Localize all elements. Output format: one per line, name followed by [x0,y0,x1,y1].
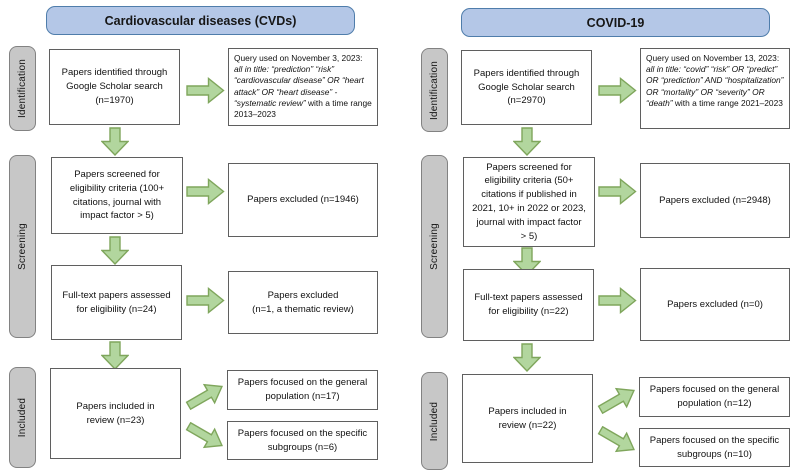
cvd-fulltext-assessed-box: Full-text papers assessed for eligibilit… [51,265,182,340]
arrow-diagonal-up-icon [594,379,642,420]
cvd-excluded-fulltext-box: Papers excluded (n=1, a thematic review) [228,271,378,334]
identification-stage-text: Identification [429,60,441,120]
covid-excluded-screening-box: Papers excluded (n=2948) [640,163,790,238]
query-terms-text: all in title: “covid” “risk” OR “predict… [646,64,784,108]
arrow-down-icon [100,236,130,266]
cvd-included-stage-label: Included [9,367,36,468]
arrow-right-icon [186,287,225,314]
arrow-down-icon [100,341,130,371]
covid-query-box: Query used on November 13, 2023: all in … [640,48,790,129]
arrow-right-icon [598,77,637,104]
covid-column: COVID-19 Identification Papers identifie… [412,0,800,473]
arrow-right-icon [598,178,637,205]
arrow-diagonal-down-icon [594,419,642,460]
cvd-column-header: Cardiovascular diseases (CVDs) [46,6,355,35]
query-terms-text: all in title: “prediction” “risk” “cardi… [234,64,364,108]
arrow-down-icon [512,127,542,157]
cvd-included-papers-box: Papers included in review (n=23) [50,368,181,459]
cvd-specific-subgroups-box: Papers focused on the specific subgroups… [227,421,378,460]
cvd-identification-stage-label: Identification [9,46,36,131]
arrow-diagonal-up-icon [182,375,230,416]
query-date-text: Query used on November 3, 2023: [234,53,363,63]
covid-general-population-box: Papers focused on the general population… [639,377,790,417]
arrow-right-icon [186,178,225,205]
arrow-down-icon [512,247,542,277]
query-date-text: Query used on November 13, 2023: [646,53,780,63]
cvd-excluded-screening-box: Papers excluded (n=1946) [228,163,378,237]
covid-included-stage-label: Included [421,372,448,470]
cvd-identified-papers-box: Papers identified through Google Scholar… [49,49,180,125]
included-stage-text: Included [17,397,29,438]
covid-screened-papers-box: Papers screened for eligibility criteria… [463,157,595,247]
included-stage-text: Included [429,401,441,441]
arrow-diagonal-down-icon [182,415,230,456]
screening-stage-text: Screening [429,223,440,270]
cvd-screening-stage-label: Screening [9,155,36,338]
cvd-general-population-box: Papers focused on the general population… [227,370,378,410]
identification-stage-text: Identification [17,59,29,118]
covid-included-papers-box: Papers included in review (n=22) [462,374,593,463]
cvd-column: Cardiovascular diseases (CVDs) Identific… [0,0,396,473]
covid-column-header: COVID-19 [461,8,770,37]
arrow-right-icon [598,287,637,314]
arrow-right-icon [186,77,225,104]
covid-excluded-fulltext-box: Papers excluded (n=0) [640,268,790,341]
query-range-text: with a time range 2013–2023 [234,97,372,119]
cvd-query-box: Query used on November 3, 2023: all in t… [228,48,378,126]
covid-fulltext-assessed-box: Full-text papers assessed for eligibilit… [463,269,594,341]
arrow-down-icon [512,343,542,373]
query-range-text: with a time range 2021–2023 [674,97,783,108]
screening-stage-text: Screening [17,223,28,270]
covid-identification-stage-label: Identification [421,48,448,132]
covid-screening-stage-label: Screening [421,155,448,338]
covid-specific-subgroups-box: Papers focused on the specific subgroups… [639,428,790,467]
covid-identified-papers-box: Papers identified through Google Scholar… [461,50,592,125]
cvd-screened-papers-box: Papers screened for eligibility criteria… [51,157,183,234]
arrow-down-icon [100,127,130,157]
